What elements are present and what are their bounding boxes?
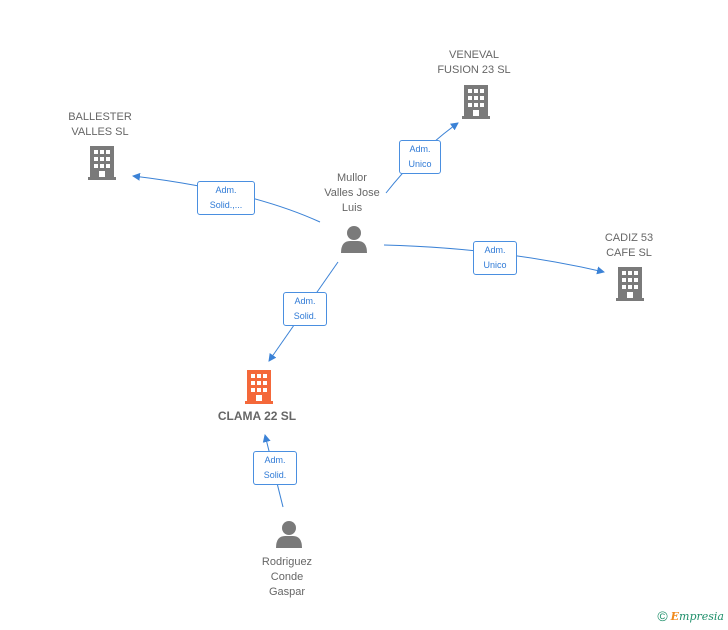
node-label-ballester[interactable]: BALLESTER VALLES SL [68, 111, 132, 138]
building-icon-focus[interactable] [245, 370, 273, 404]
edge-label-rodriguez-clama[interactable]: Adm. Solid. [253, 451, 297, 485]
footer-brand: © Empresia [657, 608, 724, 624]
node-label-veneval[interactable]: VENEVAL FUSION 23 SL [437, 49, 511, 76]
edge-label-mullor-clama[interactable]: Adm. Solid. [283, 292, 327, 326]
person-icon[interactable] [341, 226, 367, 253]
edge-label-mullor-veneval[interactable]: Adm. Unico [399, 140, 441, 174]
building-icon[interactable] [616, 267, 644, 301]
brand-logo: Empresia [670, 609, 724, 623]
edge-label-mullor-ballester[interactable]: Adm. Solid.,... [197, 181, 255, 215]
copyright-icon: © [657, 608, 668, 624]
edge-label-mullor-cadiz[interactable]: Adm. Unico [473, 241, 517, 275]
node-label-mullor[interactable]: Mullor Valles Jose Luis [324, 172, 380, 214]
building-icon[interactable] [462, 85, 490, 119]
building-icon[interactable] [88, 146, 116, 180]
node-label-rodriguez[interactable]: Rodriguez Conde Gaspar [261, 556, 313, 598]
person-icon[interactable] [276, 521, 302, 548]
node-label-cadiz[interactable]: CADIZ 53 CAFE SL [604, 232, 654, 259]
node-label-clama[interactable]: CLAMA 22 SL [217, 409, 297, 423]
